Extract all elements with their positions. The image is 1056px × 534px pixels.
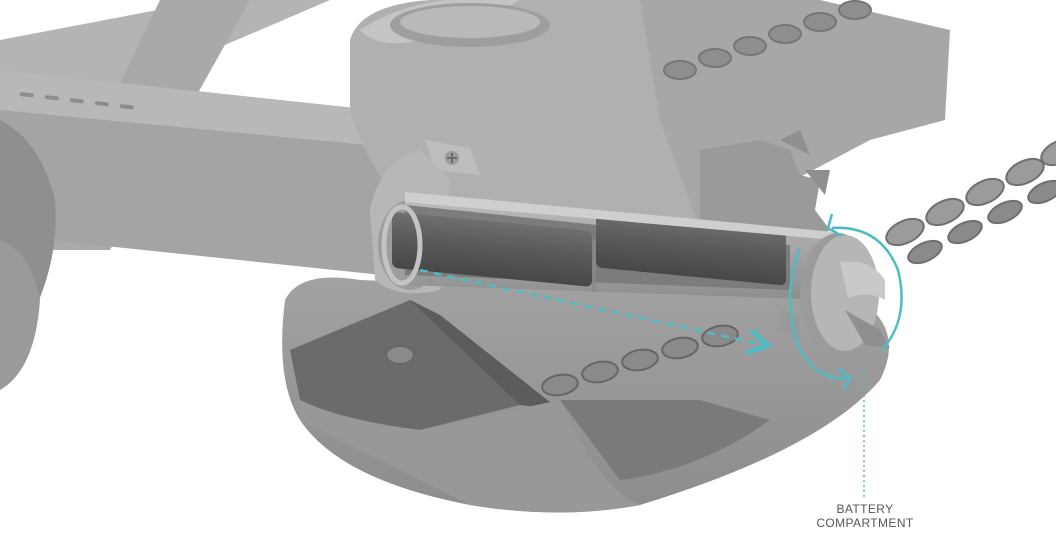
battery-cell-1 bbox=[392, 212, 592, 287]
chainstay-highlight bbox=[0, 70, 420, 150]
chain-guard bbox=[282, 277, 889, 513]
rail-slots bbox=[19, 92, 134, 110]
right-chain bbox=[885, 137, 1056, 265]
battery-tube bbox=[370, 150, 835, 300]
battery-cap bbox=[780, 233, 890, 357]
rotate-arrows-icon bbox=[788, 213, 903, 391]
battery-compartment-label: BATTERY COMPARTMENT bbox=[780, 502, 950, 530]
housing-screw bbox=[425, 140, 480, 175]
label-line-1: BATTERY bbox=[836, 502, 894, 516]
annotations bbox=[419, 213, 903, 497]
lower-chain bbox=[385, 324, 739, 397]
bike-frame bbox=[0, 0, 430, 390]
dashed-arrow-icon bbox=[419, 268, 765, 345]
upper-chain bbox=[663, 0, 872, 80]
label-line-2: COMPARTMENT bbox=[816, 516, 914, 530]
